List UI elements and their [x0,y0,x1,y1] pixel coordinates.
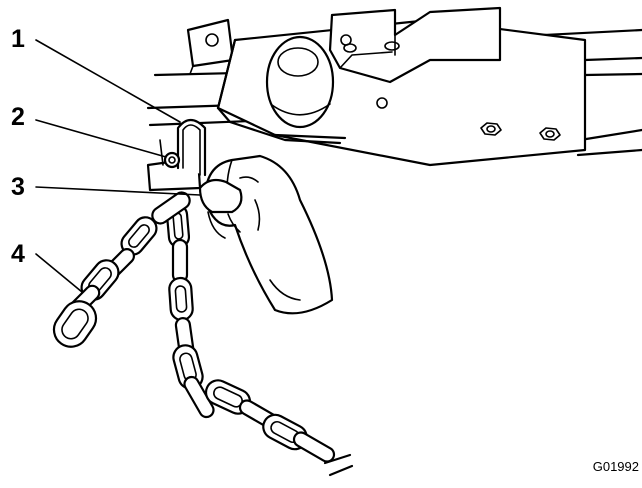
safety-chain [52,191,354,477]
chain-links-hanging [165,203,354,477]
chain-links-left [52,191,191,348]
callout-3: 3 [11,173,25,201]
hand [198,154,334,315]
leader-line-2 [35,119,167,158]
leader-line-3 [35,186,201,196]
leader-line-4 [35,253,83,293]
figure-id: G01992 [592,459,639,474]
callout-4: 4 [11,240,25,268]
callout-2: 2 [11,103,25,131]
leader-line-1 [35,39,181,123]
mounting-bracket [186,18,235,75]
callout-leaders [35,39,201,293]
hitch-coupler [216,6,587,167]
callout-1: 1 [11,25,25,53]
chain-anchor [146,118,207,192]
